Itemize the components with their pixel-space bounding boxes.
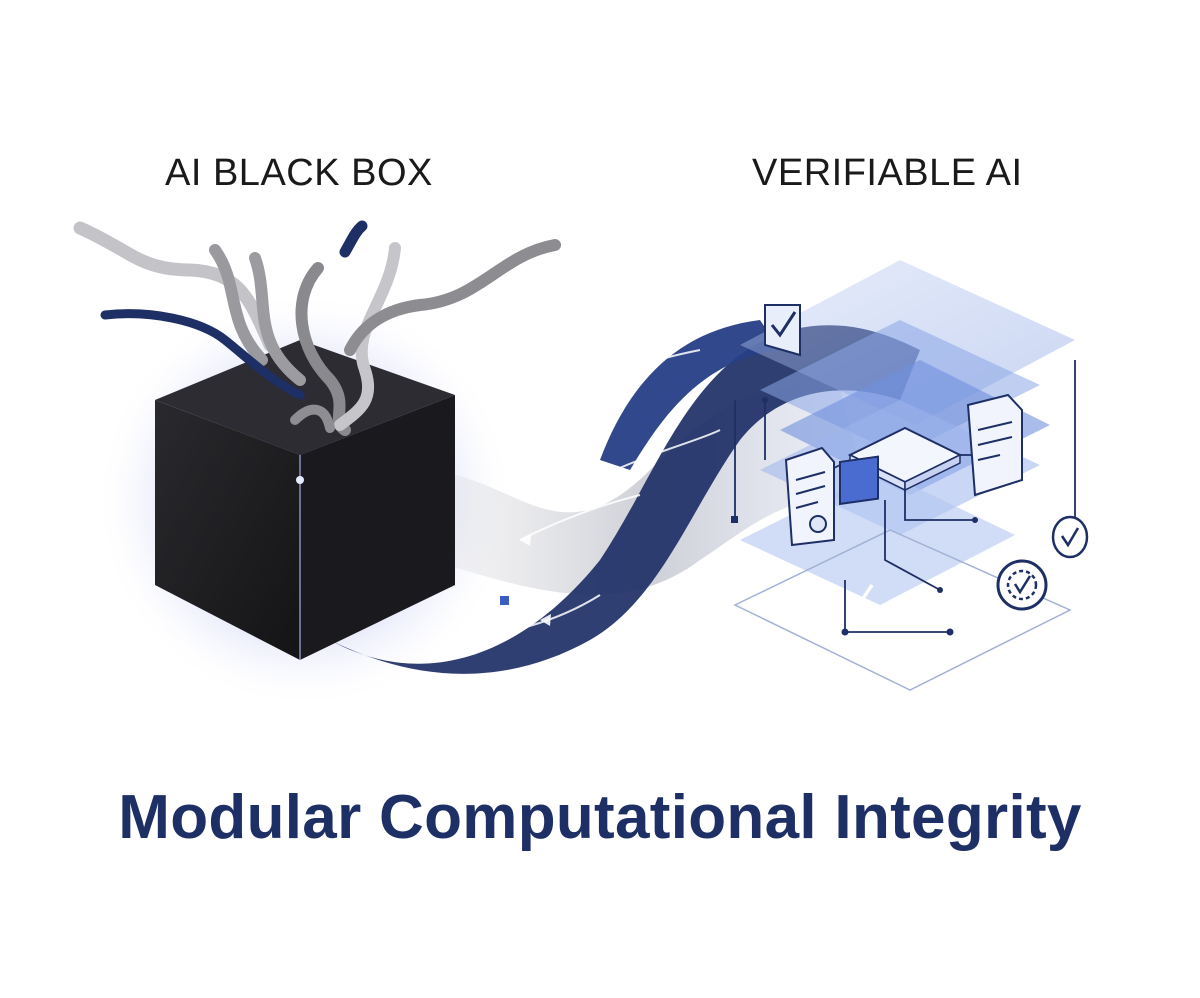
check-circle-icon (1051, 515, 1089, 559)
flow-lines (449, 349, 721, 637)
verifiable-ai-label: VERIFIABLE AI (752, 152, 1023, 194)
tangled-wires (73, 220, 561, 436)
flow-node (500, 596, 509, 605)
black-box-cube (155, 340, 455, 660)
document-icon (966, 393, 1023, 497)
flow-arrowheads (520, 354, 660, 626)
gear-check-icon (996, 559, 1048, 611)
main-title: Modular Computational Integrity (118, 783, 1082, 852)
circuit-dots (731, 397, 978, 636)
certificate-icon (784, 446, 835, 547)
black-box-label: AI BLACK BOX (165, 152, 433, 194)
navy-ribbon-top (600, 320, 780, 470)
check-document-icon (764, 304, 801, 357)
checkbox-icon (839, 455, 879, 609)
